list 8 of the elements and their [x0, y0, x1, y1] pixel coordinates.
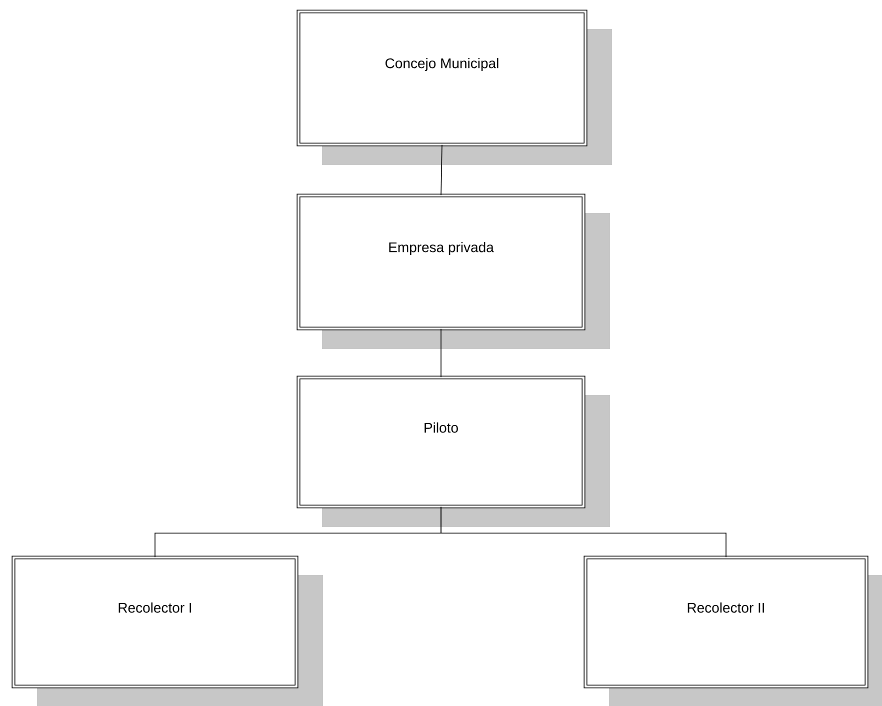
org-box: Empresa privada [296, 194, 610, 349]
connector-line [440, 506, 726, 558]
org-box: Recolector I [12, 556, 323, 706]
org-box: Concejo Municipal [296, 10, 612, 165]
connector-line [440, 328, 442, 378]
connector-line [440, 144, 442, 196]
org-box: Piloto [296, 376, 610, 527]
org-box: Recolector II [584, 556, 882, 706]
